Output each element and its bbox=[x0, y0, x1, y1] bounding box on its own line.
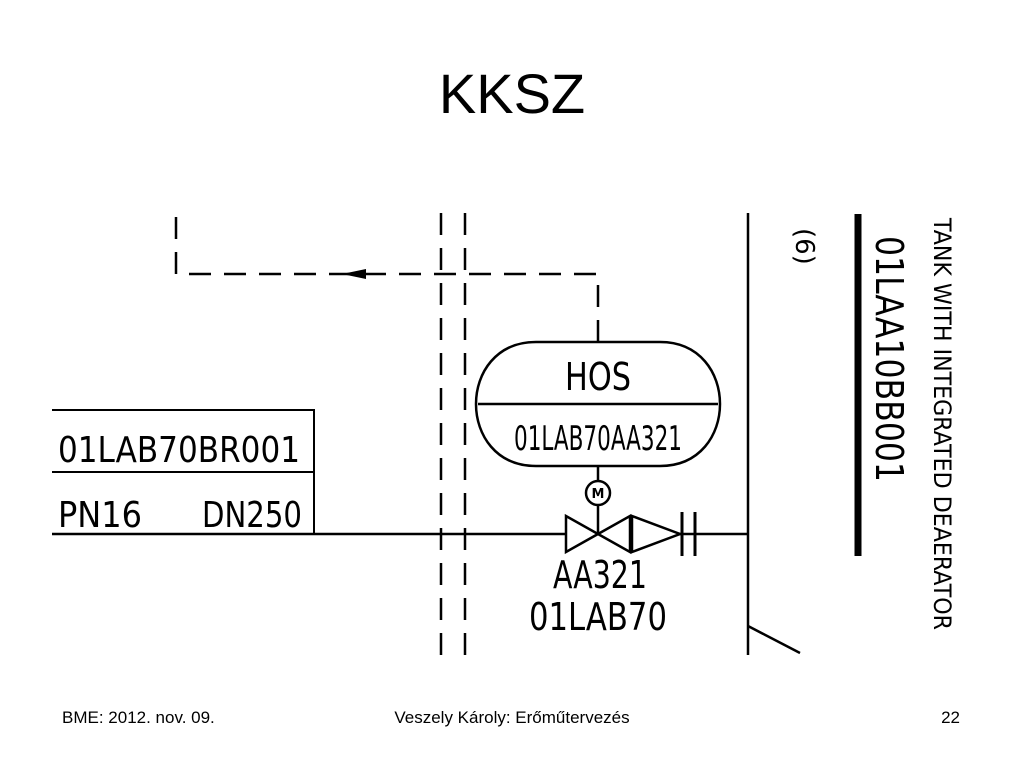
nominal-diameter: DN250 bbox=[202, 495, 302, 536]
flange-symbol bbox=[680, 512, 697, 556]
valve-code: AA321 bbox=[553, 553, 647, 597]
tank-code: 01LAA10BB001 bbox=[867, 236, 911, 482]
actuator-label: HOS bbox=[565, 355, 631, 399]
sheet-reference: (6) bbox=[789, 228, 819, 265]
pressure-class: PN16 bbox=[58, 495, 142, 536]
flow-arrow bbox=[342, 269, 366, 279]
pipe-code: 01LAB70BR001 bbox=[58, 430, 300, 471]
motor-symbol: M bbox=[592, 487, 605, 502]
signal-line bbox=[174, 210, 600, 342]
tank-description: TANK WITH INTEGRATED DEAERATOR bbox=[928, 217, 956, 630]
system-code: 01LAB70 bbox=[529, 595, 667, 639]
check-valve-symbol bbox=[630, 514, 684, 554]
footer-center: Veszely Károly: Erőműtervezés bbox=[394, 708, 630, 727]
page-number: 22 bbox=[941, 708, 960, 727]
valve-symbol bbox=[564, 513, 632, 555]
tank-outline bbox=[746, 213, 801, 655]
actuator-code: 01LAB70AA321 bbox=[514, 419, 682, 459]
pipe-label-box bbox=[52, 409, 315, 533]
boundary-lines bbox=[439, 213, 467, 655]
footer-left: BME: 2012. nov. 09. bbox=[62, 708, 215, 727]
slide-title: KKSZ bbox=[438, 62, 586, 125]
